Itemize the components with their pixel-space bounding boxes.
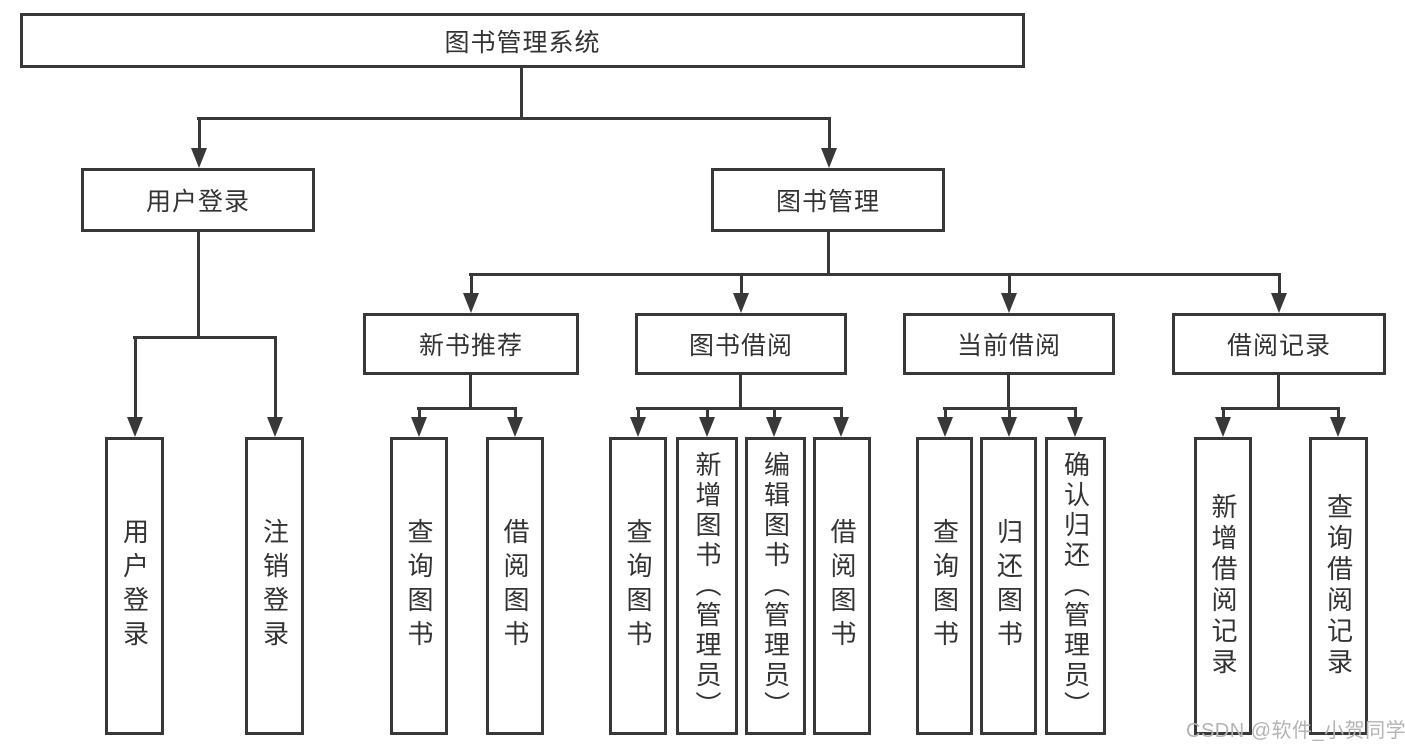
leaf-confirm-return-admin-label: 确认归还（管理员） <box>1060 451 1091 721</box>
leaf-query-books-borrow-label: 查询图书 <box>623 518 653 654</box>
leaf-add-book-admin-label: 新增图书（管理员） <box>692 451 722 721</box>
leaf-add-borrow-record-label: 新增借阅记录 <box>1208 493 1238 679</box>
connector-arrow <box>630 407 646 437</box>
connector-arrow <box>937 407 953 437</box>
node-book-management: 图书管理 <box>711 168 945 232</box>
leaf-logout: 注销登录 <box>245 437 304 735</box>
leaf-query-books-recommend-label: 查询图书 <box>404 518 434 654</box>
node-root-system: 图书管理系统 <box>20 13 1025 68</box>
connector-line <box>469 273 1280 276</box>
connector-arrow <box>191 117 207 168</box>
connector-arrow <box>1067 407 1083 437</box>
connector-line <box>469 375 472 407</box>
leaf-borrow-books-recommend-label: 借阅图书 <box>500 518 530 654</box>
connector-line <box>739 375 742 407</box>
node-user-login-label: 用户登录 <box>145 188 250 216</box>
node-borrow-records-label: 借阅记录 <box>1226 332 1331 360</box>
connector-line <box>1007 375 1010 407</box>
leaf-user-login-label: 用户登录 <box>119 518 150 654</box>
node-book-borrow: 图书借阅 <box>635 313 847 375</box>
connector-line <box>417 407 517 410</box>
node-book-borrow-label: 图书借阅 <box>688 332 793 360</box>
connector-arrow <box>1330 407 1346 437</box>
leaf-query-borrow-record-label: 查询借阅记录 <box>1323 493 1354 679</box>
connector-arrow <box>463 273 479 313</box>
node-current-borrow: 当前借阅 <box>903 313 1115 375</box>
node-current-borrow-label: 当前借阅 <box>956 332 1061 360</box>
leaf-return-book-label: 归还图书 <box>993 518 1024 654</box>
leaf-add-borrow-record: 新增借阅记录 <box>1194 437 1252 735</box>
leaf-query-books-borrow: 查询图书 <box>609 437 667 735</box>
connector-arrow <box>507 407 523 437</box>
connector-line <box>133 336 276 339</box>
node-user-login: 用户登录 <box>81 168 315 232</box>
connector-line <box>197 117 831 120</box>
connector-arrow <box>833 407 849 437</box>
leaf-user-login: 用户登录 <box>105 437 164 735</box>
leaf-query-books-recommend: 查询图书 <box>390 437 448 735</box>
connector-line <box>636 407 843 410</box>
leaf-add-book-admin: 新增图书（管理员） <box>676 437 738 735</box>
leaf-borrow-books-label: 借阅图书 <box>827 518 857 654</box>
node-new-book-recommend: 新书推荐 <box>363 313 579 375</box>
connector-arrow <box>1271 273 1287 313</box>
connector-line <box>827 232 830 273</box>
leaf-query-books-current-label: 查询图书 <box>929 518 960 654</box>
connector-arrow <box>411 407 427 437</box>
leaf-return-book: 归还图书 <box>980 437 1037 735</box>
leaf-edit-book-admin: 编辑图书（管理员） <box>745 437 806 735</box>
connector-line <box>197 232 200 336</box>
connector-arrow <box>127 336 143 437</box>
connector-arrow <box>766 407 782 437</box>
node-new-book-recommend-label: 新书推荐 <box>418 332 523 360</box>
leaf-confirm-return-admin: 确认归还（管理员） <box>1045 437 1106 735</box>
leaf-edit-book-admin-label: 编辑图书（管理员） <box>760 451 791 721</box>
csdn-watermark: CSDN @软件_小贺同学 <box>1186 720 1405 742</box>
leaf-logout-label: 注销登录 <box>259 518 290 654</box>
leaf-query-borrow-record: 查询借阅记录 <box>1309 437 1368 735</box>
connector-arrow <box>1001 407 1017 437</box>
connector-arrow <box>267 336 283 437</box>
node-root-label: 图书管理系统 <box>444 28 601 57</box>
connector-arrow <box>1215 407 1231 437</box>
connector-arrow <box>1001 273 1017 313</box>
connector-arrow <box>699 407 715 437</box>
connector-line <box>1221 407 1339 410</box>
connector-arrow <box>821 117 837 168</box>
leaf-borrow-books: 借阅图书 <box>813 437 871 735</box>
connector-line <box>520 68 523 117</box>
connector-arrow <box>733 273 749 313</box>
node-book-management-label: 图书管理 <box>775 188 880 216</box>
leaf-query-books-current: 查询图书 <box>916 437 973 735</box>
node-borrow-records: 借阅记录 <box>1172 313 1386 375</box>
connector-line <box>1277 375 1280 407</box>
leaf-borrow-books-recommend: 借阅图书 <box>486 437 544 735</box>
